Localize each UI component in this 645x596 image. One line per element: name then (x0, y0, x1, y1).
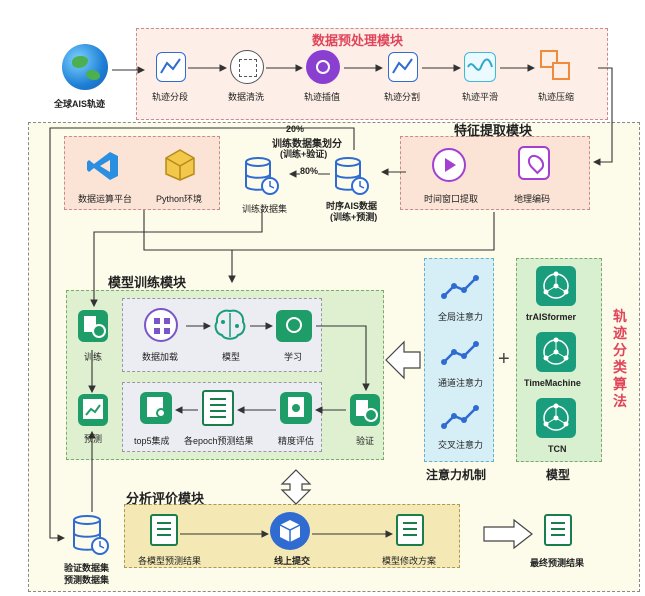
preprocess-step-5: 轨迹平滑 (462, 92, 499, 102)
side-char-6: 法 (613, 393, 627, 409)
results-notebook-icon (150, 514, 178, 546)
geocode-icon (518, 146, 550, 180)
train-set-db-icon (244, 156, 280, 196)
data-load-icon (144, 308, 178, 342)
training-model: 模型 (222, 352, 241, 362)
eval-results: 各模型预测结果 (138, 556, 202, 566)
training-predict: 预测 (84, 434, 103, 444)
globe-icon (62, 44, 108, 90)
accuracy-icon (280, 392, 312, 424)
attention-item-1: 全局注意力 (438, 312, 484, 322)
python-icon (164, 148, 196, 182)
split-pct80: 80% (300, 166, 319, 176)
training-validate: 验证 (356, 436, 375, 446)
attention-panel (424, 258, 494, 462)
ts-label-1: 时序AIS数据 (326, 201, 378, 211)
segment-icon (156, 52, 186, 82)
preprocess-title: 数据预处理模块 (312, 33, 404, 48)
model-net-icon-3 (536, 398, 576, 438)
smoothing-icon (464, 52, 496, 82)
side-title: 轨 迹 分 类 算 法 (610, 308, 630, 410)
revise-notebook-icon (396, 514, 424, 546)
final-notebook-icon (544, 514, 572, 546)
train-set-label: 训练数据集 (242, 204, 288, 214)
platform-item-1: 数据运算平台 (78, 194, 133, 204)
datasets-line-1: 验证数据集 (64, 563, 110, 573)
model-net-icon-1 (536, 266, 576, 306)
predict-icon (78, 394, 108, 426)
time-window-icon (432, 148, 466, 182)
split-subtitle: (训练+验证) (280, 149, 328, 159)
feature-item-2: 地理编码 (514, 194, 551, 204)
feature-panel (400, 136, 590, 210)
split-pct20: 20% (286, 124, 305, 134)
cleaning-icon (230, 50, 264, 84)
preprocess-step-6: 轨迹压缩 (538, 92, 575, 102)
train-icon (78, 310, 108, 342)
model-item-1: trAISformer (526, 312, 577, 322)
cross-attention-icon (440, 402, 480, 432)
datasets-line-2: 预测数据集 (64, 575, 110, 585)
vscode-icon (86, 150, 120, 182)
side-char-1: 轨 (613, 308, 627, 324)
training-epoch: 各epoch预测结果 (184, 436, 254, 446)
models-title: 模型 (546, 468, 571, 482)
feature-title: 特征提取模块 (454, 123, 533, 138)
preprocess-step-2: 数据清洗 (228, 92, 265, 102)
eval-revise: 模型修改方案 (382, 556, 437, 566)
model-item-2: TimeMachine (524, 378, 581, 388)
training-title: 模型训练模块 (108, 275, 187, 290)
side-char-4: 类 (613, 359, 627, 375)
model-net-icon-2 (536, 332, 576, 372)
side-char-3: 分 (613, 342, 627, 358)
training-top5: top5集成 (134, 436, 170, 446)
preprocess-step-3: 轨迹插值 (304, 92, 341, 102)
feature-item-1: 时间窗口提取 (424, 194, 479, 204)
side-char-5: 算 (613, 376, 627, 392)
epoch-notebook-icon (202, 390, 234, 426)
attention-item-3: 交叉注意力 (438, 440, 484, 450)
validate-icon (350, 394, 380, 426)
preprocess-panel (136, 28, 608, 120)
final-result: 最终预测结果 (530, 558, 585, 568)
platform-item-2: Python环境 (156, 194, 203, 204)
datasets-db-icon (72, 514, 110, 556)
global-attention-icon (440, 272, 480, 302)
training-load: 数据加载 (142, 352, 179, 362)
preprocess-step-4: 轨迹分割 (384, 92, 421, 102)
top5-icon (140, 392, 172, 424)
eval-title: 分析评价模块 (126, 491, 205, 506)
attention-item-2: 通道注意力 (438, 378, 484, 388)
model-brain-icon (212, 308, 248, 342)
training-accuracy: 精度评估 (278, 436, 315, 446)
training-learn: 学习 (284, 352, 303, 362)
globe-label: 全球AIS轨迹 (54, 99, 106, 109)
attention-title: 注意力机制 (426, 468, 487, 482)
compress-icon (540, 50, 572, 82)
learn-icon (276, 310, 312, 342)
eval-submit: 线上提交 (274, 556, 311, 566)
ts-label-2: (训练+预测) (330, 212, 378, 222)
interpolation-icon (306, 50, 340, 84)
side-char-2: 迹 (613, 325, 627, 341)
split-icon (388, 52, 418, 82)
submit-icon (270, 512, 310, 550)
training-train: 训练 (84, 352, 103, 362)
plus-sign: + (498, 348, 510, 370)
channel-attention-icon (440, 338, 480, 368)
preprocess-step-1: 轨迹分段 (152, 92, 189, 102)
split-title: 训练数据集划分 (272, 139, 342, 150)
model-item-3: TCN (548, 444, 567, 454)
ts-db-icon (334, 156, 370, 196)
